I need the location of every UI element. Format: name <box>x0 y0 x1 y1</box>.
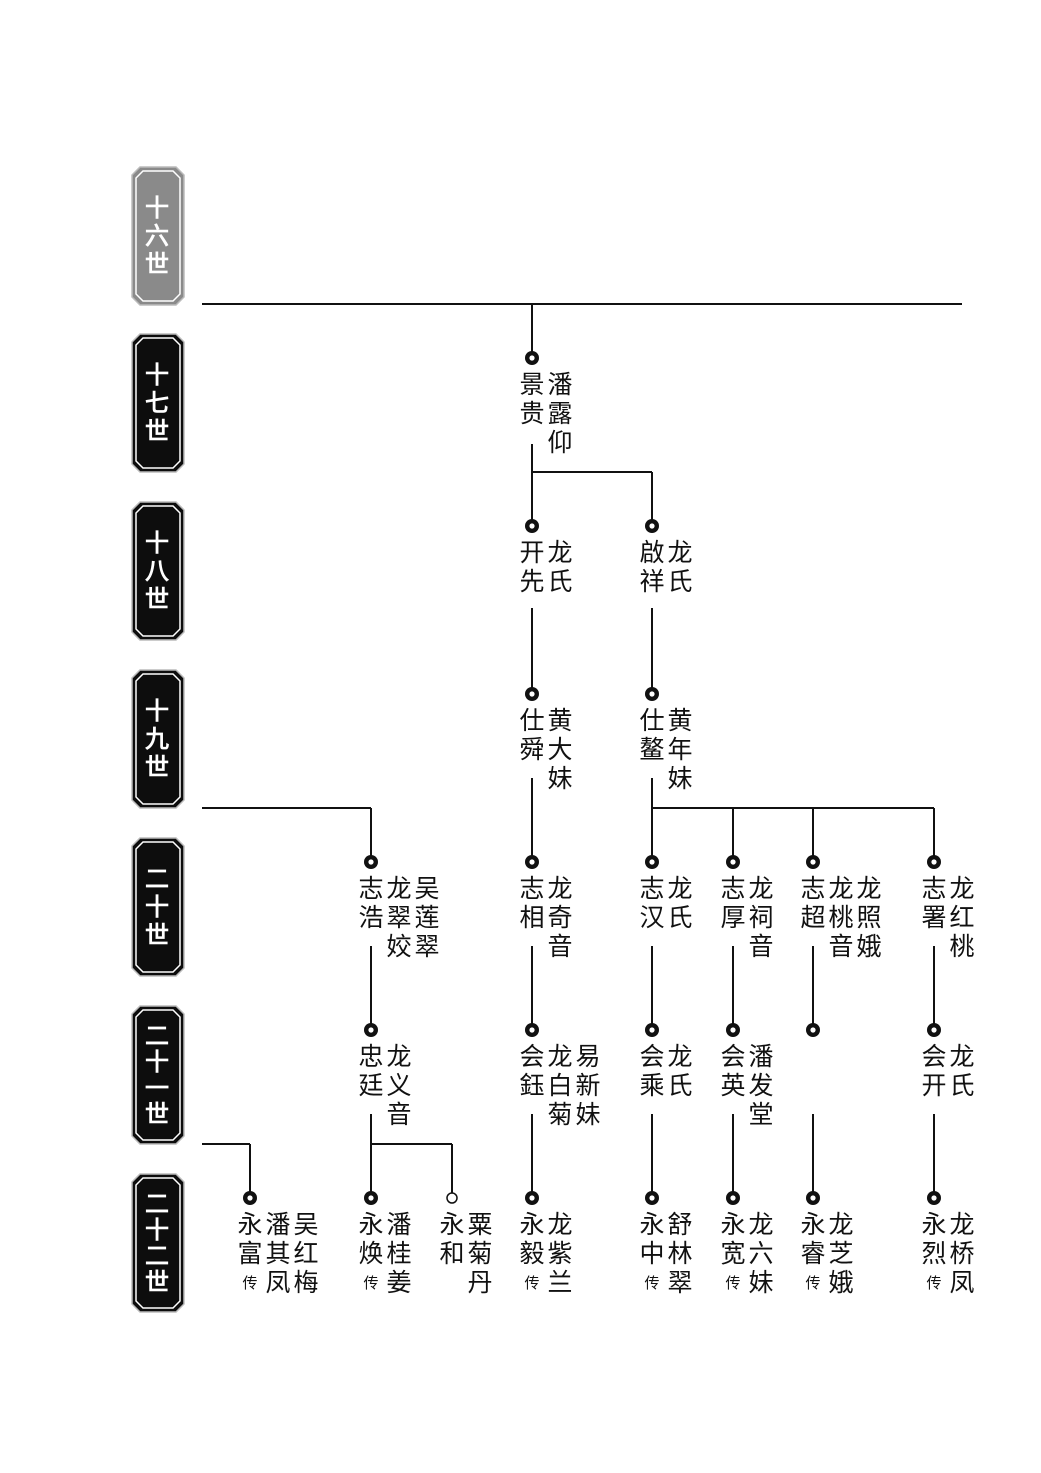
person-name: 永焕 <box>358 1210 384 1268</box>
person-marker-center <box>931 1027 937 1033</box>
person-marker-center <box>730 1027 736 1033</box>
spouse-name: 龙氏 <box>949 1042 975 1100</box>
person-marker-center <box>810 1027 816 1033</box>
generation-plaque-border <box>135 841 181 973</box>
person-name: 仕舜 <box>519 706 545 764</box>
person-name: 永烈 <box>921 1210 947 1268</box>
person-marker-center <box>649 1195 655 1201</box>
generation-plaque <box>131 333 185 473</box>
spouse-name: 龙氏 <box>547 538 573 596</box>
person-marker-center <box>247 1195 253 1201</box>
person-name: 志厚 <box>720 874 746 932</box>
person-marker-center <box>931 1195 937 1201</box>
person-marker-center <box>529 859 535 865</box>
person-name: 志超 <box>800 874 826 932</box>
person-marker-center <box>529 355 535 361</box>
person-name: 永睿 <box>800 1210 826 1268</box>
spouse-name: 龙六妹 <box>748 1210 774 1297</box>
person-name: 会开 <box>921 1042 947 1100</box>
succession-mark: 传 <box>725 1274 741 1292</box>
spouse-name: 龙照娥 <box>856 874 882 961</box>
person-name: 志相 <box>519 874 545 932</box>
person-name: 永中 <box>639 1210 665 1268</box>
person-marker-center <box>529 523 535 529</box>
spouse-name: 潘其凤 <box>265 1210 291 1297</box>
succession-mark: 传 <box>644 1274 660 1292</box>
spouse-name: 龙紫兰 <box>547 1210 573 1297</box>
spouse-name: 龙桥凤 <box>949 1210 975 1297</box>
person-marker-center <box>649 523 655 529</box>
generation-plaque <box>131 837 185 977</box>
person-name: 开先 <box>519 538 545 596</box>
generation-plaque <box>131 1005 185 1145</box>
person-marker-center <box>368 1195 374 1201</box>
person-name: 啟祥 <box>639 538 665 596</box>
person-marker-center <box>730 859 736 865</box>
person-marker-center <box>931 859 937 865</box>
spouse-name: 龙芝娥 <box>828 1210 854 1297</box>
spouse-name: 易新妹 <box>575 1042 601 1129</box>
person-name: 永和 <box>439 1210 465 1268</box>
generation-plaque-border <box>135 170 181 302</box>
spouse-name: 龙氏 <box>667 1042 693 1100</box>
spouse-name: 龙桃音 <box>828 874 854 961</box>
spouse-name: 黄年妹 <box>667 706 693 793</box>
generation-plaque-border <box>135 1177 181 1309</box>
spouse-name: 黄大妹 <box>547 706 573 793</box>
generation-plaque-border <box>135 337 181 469</box>
person-marker-center <box>649 691 655 697</box>
generation-plaque-border <box>135 505 181 637</box>
spouse-name: 龙氏 <box>667 538 693 596</box>
generation-plaque <box>131 501 185 641</box>
person-marker-center <box>649 1027 655 1033</box>
spouse-name: 潘桂姜 <box>386 1210 412 1297</box>
person-marker-center <box>810 1195 816 1201</box>
spouse-name: 吴莲翠 <box>414 874 440 961</box>
person-name: 仕鳌 <box>639 706 665 764</box>
person-marker-center <box>529 1027 535 1033</box>
person-marker-center <box>730 1195 736 1201</box>
spouse-name: 龙奇音 <box>547 874 573 961</box>
person-name: 忠廷 <box>358 1042 384 1100</box>
person-name: 志署 <box>921 874 947 932</box>
succession-mark: 传 <box>805 1274 821 1292</box>
person-marker-center <box>368 859 374 865</box>
person-marker-center <box>649 859 655 865</box>
spouse-name: 吴红梅 <box>293 1210 319 1297</box>
succession-mark: 传 <box>524 1274 540 1292</box>
person-name: 会英 <box>720 1042 746 1100</box>
person-marker-hollow <box>446 1192 458 1204</box>
generation-plaque <box>131 669 185 809</box>
spouse-name: 粟菊丹 <box>467 1210 493 1297</box>
generation-plaque <box>131 1173 185 1313</box>
spouse-name: 龙红桃 <box>949 874 975 961</box>
generation-plaque-border <box>135 1009 181 1141</box>
spouse-name: 潘发堂 <box>748 1042 774 1129</box>
succession-mark: 传 <box>242 1274 258 1292</box>
person-name: 景贵 <box>519 370 545 428</box>
spouse-name: 龙翠姣 <box>386 874 412 961</box>
person-name: 志汉 <box>639 874 665 932</box>
succession-mark: 传 <box>363 1274 379 1292</box>
succession-mark: 传 <box>926 1274 942 1292</box>
person-name: 志浩 <box>358 874 384 932</box>
generation-plaque-border <box>135 673 181 805</box>
spouse-name: 舒林翠 <box>667 1210 693 1297</box>
person-name: 会鈺 <box>519 1042 545 1100</box>
person-marker-center <box>810 859 816 865</box>
spouse-name: 龙祠音 <box>748 874 774 961</box>
person-name: 永毅 <box>519 1210 545 1268</box>
person-marker-center <box>368 1027 374 1033</box>
spouse-name: 龙白菊 <box>547 1042 573 1129</box>
spouse-name: 龙义音 <box>386 1042 412 1129</box>
generation-plaque <box>131 166 185 306</box>
person-name: 永富 <box>237 1210 263 1268</box>
spouse-name: 潘露仰 <box>547 370 573 457</box>
person-marker-center <box>529 1195 535 1201</box>
person-name: 会乘 <box>639 1042 665 1100</box>
spouse-name: 龙氏 <box>667 874 693 932</box>
person-marker-center <box>529 691 535 697</box>
person-name: 永宽 <box>720 1210 746 1268</box>
